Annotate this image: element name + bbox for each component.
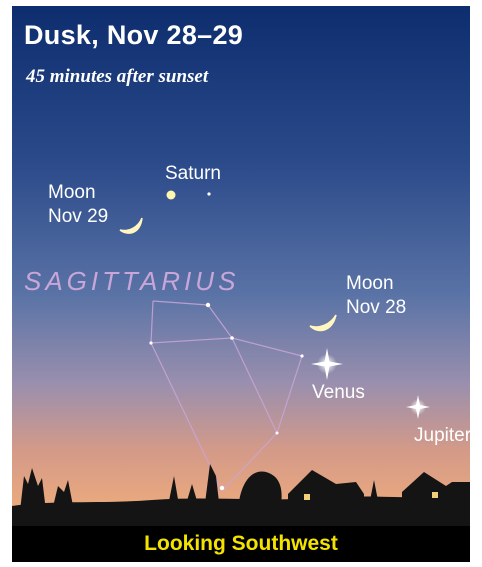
moon-nov29-name: Moon: [48, 182, 96, 203]
direction-footer: Looking Southwest: [12, 526, 470, 562]
saturn-dot: [166, 190, 176, 200]
chart-title: Dusk, Nov 28–29: [24, 20, 244, 50]
moon-nov28-icon: [309, 314, 337, 332]
jupiter-label: Jupiter: [414, 425, 470, 446]
house-windows: [304, 492, 438, 500]
constellation-label: SAGITTARIUS: [24, 266, 240, 296]
chart-subtitle: 45 minutes after sunset: [26, 66, 209, 87]
horizon-silhouette: [12, 464, 470, 526]
moon-nov28-date: Nov 28: [346, 297, 407, 318]
moon-nov28-label: Moon Nov 28: [346, 272, 406, 320]
sky-chart: Dusk, Nov 28–29 45 minutes after sunset …: [12, 6, 470, 562]
moon-nov29-icon: [119, 217, 143, 234]
sagittarius-stars: [149, 302, 304, 491]
saturn-label: Saturn: [165, 163, 221, 184]
jupiter-icon: [406, 395, 430, 419]
sagittarius-lines: [150, 300, 303, 492]
moon-nov29-label: Moon Nov 29: [48, 181, 108, 229]
star-dot: [207, 192, 211, 196]
sky-gradient: [12, 6, 470, 562]
sky-illustration: [12, 6, 470, 562]
moon-nov28-name: Moon: [346, 273, 394, 294]
moon-nov29-date: Nov 29: [48, 206, 109, 227]
venus-icon: [311, 348, 343, 380]
venus-label: Venus: [312, 382, 365, 403]
